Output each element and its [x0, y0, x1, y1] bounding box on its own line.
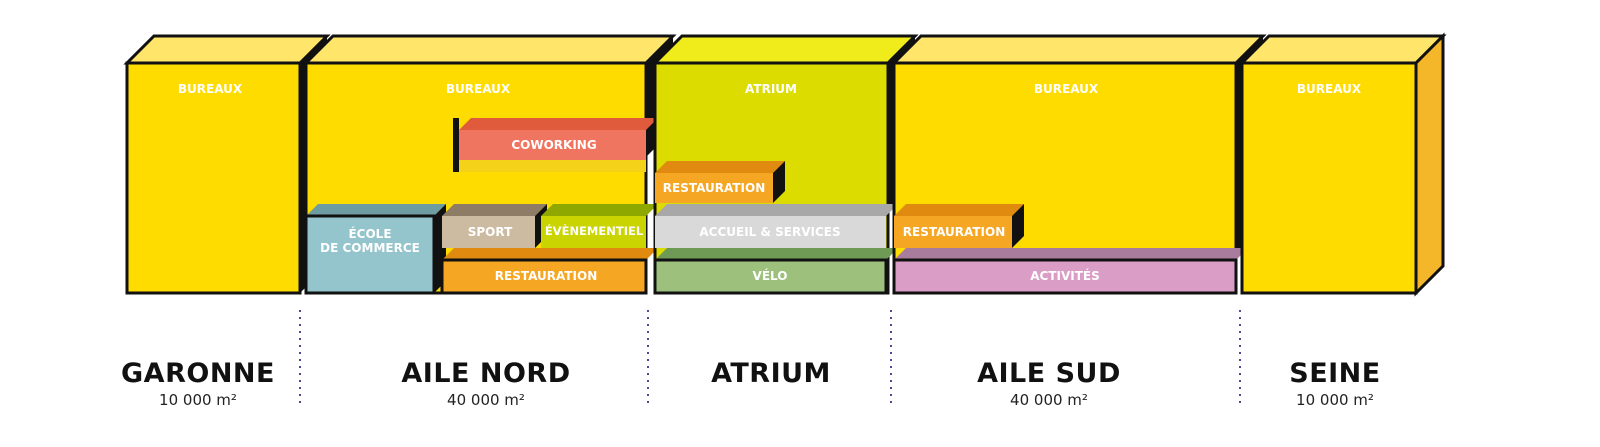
section-area: 10 000 m²: [159, 391, 237, 409]
section-name: ATRIUM: [711, 358, 831, 389]
block-sud-restauration: RESTAURATION: [894, 204, 1024, 248]
section-name: SEINE: [1289, 358, 1381, 389]
block-evenementiel: ÉVÈNEMENTIEL: [541, 204, 658, 248]
block-velo: VÉLO: [653, 248, 898, 295]
label-seine-bureaux: BUREAUX: [1297, 82, 1362, 96]
block-coworking: COWORKING: [453, 118, 658, 172]
label-ecole-line2: DE COMMERCE: [320, 241, 420, 255]
block-nord-restauration: RESTAURATION: [440, 248, 658, 295]
section-area: 10 000 m²: [1296, 391, 1374, 409]
label-velo: VÉLO: [753, 268, 788, 283]
label-atrium: ATRIUM: [745, 82, 797, 96]
label-atrium-restauration: RESTAURATION: [663, 181, 766, 195]
section-dividers: [299, 310, 1241, 408]
section-name: AILE SUD: [977, 358, 1121, 389]
section-aile-nord: AILE NORD 40 000 m²: [366, 358, 606, 410]
label-coworking: COWORKING: [511, 138, 596, 152]
label-nord-bureaux: BUREAUX: [446, 82, 511, 96]
label-evenementiel: ÉVÈNEMENTIEL: [545, 223, 644, 238]
section-seine: SEINE 10 000 m²: [1215, 358, 1455, 410]
label-garonne-bureaux: BUREAUX: [178, 82, 243, 96]
section-name: GARONNE: [121, 358, 275, 389]
block-ecole-de-commerce: ÉCOLE DE COMMERCE: [304, 204, 446, 295]
section-aile-sud: AILE SUD 40 000 m²: [929, 358, 1169, 410]
section-area: 40 000 m²: [447, 391, 525, 409]
label-nord-restauration: RESTAURATION: [495, 269, 598, 283]
label-sport: SPORT: [468, 225, 513, 239]
section-area: 40 000 m²: [1010, 391, 1088, 409]
section-atrium: ATRIUM: [651, 358, 891, 390]
block-sport: SPORT: [442, 204, 547, 248]
section-garonne: GARONNE 10 000 m²: [78, 358, 318, 410]
label-sud-restauration: RESTAURATION: [903, 225, 1006, 239]
block-activites: ACTIVITÉS: [892, 248, 1248, 295]
block-accueil-services: ACCUEIL & SERVICES: [655, 204, 898, 248]
label-sud-bureaux: BUREAUX: [1034, 82, 1099, 96]
label-activites: ACTIVITÉS: [1030, 268, 1100, 283]
section-name: AILE NORD: [401, 358, 571, 389]
block-atrium-restauration: RESTAURATION: [655, 161, 785, 203]
label-accueil: ACCUEIL & SERVICES: [699, 225, 840, 239]
block-garonne-bureaux: BUREAUX: [123, 34, 331, 295]
block-seine-bureaux: BUREAUX: [1238, 32, 1447, 297]
label-ecole-line1: ÉCOLE: [348, 226, 391, 241]
